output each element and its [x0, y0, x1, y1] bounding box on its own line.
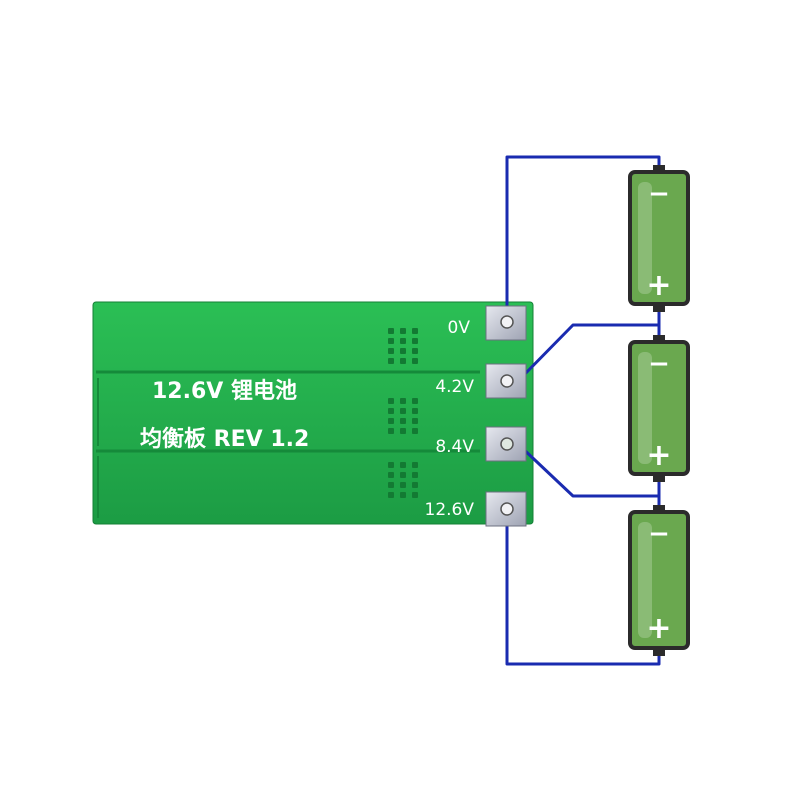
- via-dot: [388, 328, 394, 334]
- battery-1: − +: [628, 165, 690, 312]
- via-dot: [400, 338, 406, 344]
- via-dot: [388, 428, 394, 434]
- via-grid-group: [388, 328, 418, 498]
- via-dot: [388, 482, 394, 488]
- pad-8v4: [485, 426, 527, 462]
- battery-2-plus-sign: +: [646, 438, 671, 473]
- via-dot: [400, 328, 406, 334]
- via-dot: [412, 408, 418, 414]
- battery-1-plus-sign: +: [646, 268, 671, 303]
- battery-3-plus-sign: +: [646, 611, 671, 646]
- via-dot: [412, 428, 418, 434]
- via-dot: [400, 358, 406, 364]
- via-dot: [388, 348, 394, 354]
- via-dot: [388, 358, 394, 364]
- via-dot: [388, 338, 394, 344]
- battery-3: − +: [628, 505, 690, 656]
- via-dot: [388, 492, 394, 498]
- via-dot: [412, 338, 418, 344]
- pad-4v2: [485, 363, 527, 399]
- via-dot: [388, 398, 394, 404]
- via-dot: [412, 358, 418, 364]
- via-dot: [412, 482, 418, 488]
- via-dot: [400, 482, 406, 488]
- via-dot: [400, 428, 406, 434]
- pad-label-8v4: 8.4V: [435, 437, 474, 457]
- pad-0v: [485, 305, 527, 341]
- via-dot: [412, 398, 418, 404]
- battery-1-minus-sign: −: [648, 179, 670, 209]
- via-dot: [400, 398, 406, 404]
- via-dot: [400, 492, 406, 498]
- pad-label-0v: 0V: [448, 318, 471, 338]
- via-dot: [388, 462, 394, 468]
- via-dot: [400, 472, 406, 478]
- pcb-board: [92, 301, 534, 525]
- via-dot: [388, 418, 394, 424]
- via-dot: [400, 418, 406, 424]
- via-dot: [412, 348, 418, 354]
- via-dot: [412, 472, 418, 478]
- wire-4v2: [517, 323, 659, 382]
- via-dot: [400, 348, 406, 354]
- pad-12v6: [485, 491, 527, 527]
- via-dot: [400, 408, 406, 414]
- pad-label-12v6: 12.6V: [425, 500, 475, 520]
- battery-3-minus-sign: −: [648, 519, 670, 549]
- battery-2: − +: [628, 335, 690, 482]
- via-dot: [412, 328, 418, 334]
- pad-label-4v2: 4.2V: [435, 377, 474, 397]
- board-title-line2: 均衡板 REV 1.2: [140, 426, 309, 452]
- battery-2-minus-sign: −: [648, 349, 670, 379]
- wire-0v: [505, 155, 661, 310]
- via-dot: [388, 472, 394, 478]
- via-dot: [412, 418, 418, 424]
- via-dot: [400, 462, 406, 468]
- via-dot: [412, 492, 418, 498]
- via-dot: [388, 408, 394, 414]
- wire-8v4: [517, 443, 659, 498]
- via-dot: [412, 462, 418, 468]
- board-title-line1: 12.6V 锂电池: [152, 378, 297, 404]
